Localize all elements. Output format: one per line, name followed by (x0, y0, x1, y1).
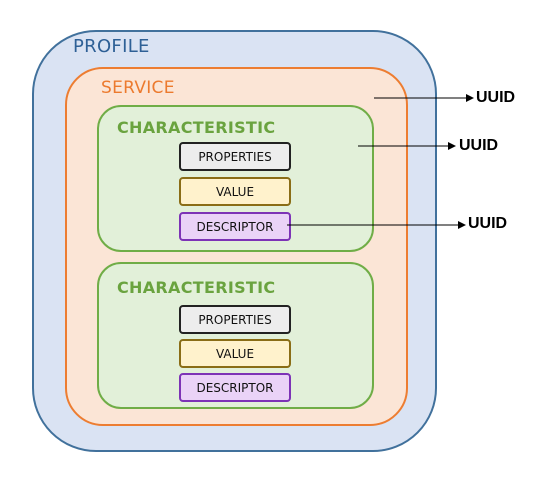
descriptor-uuid-label: UUID (468, 215, 508, 232)
value-box-1: VALUE (179, 177, 291, 206)
characteristic-label-1: CHARACTERISTIC (117, 118, 276, 137)
descriptor-box-1: DESCRIPTOR (179, 212, 291, 241)
characteristic-uuid-label: UUID (459, 137, 499, 154)
service-uuid-label: UUID (476, 89, 516, 106)
characteristic-label-2: CHARACTERISTIC (117, 278, 276, 297)
value-box-2: VALUE (179, 339, 291, 368)
profile-label: PROFILE (73, 36, 150, 57)
properties-box-2: PROPERTIES (179, 305, 291, 334)
properties-box-1: PROPERTIES (179, 142, 291, 171)
descriptor-box-2: DESCRIPTOR (179, 373, 291, 402)
service-label: SERVICE (101, 78, 175, 98)
